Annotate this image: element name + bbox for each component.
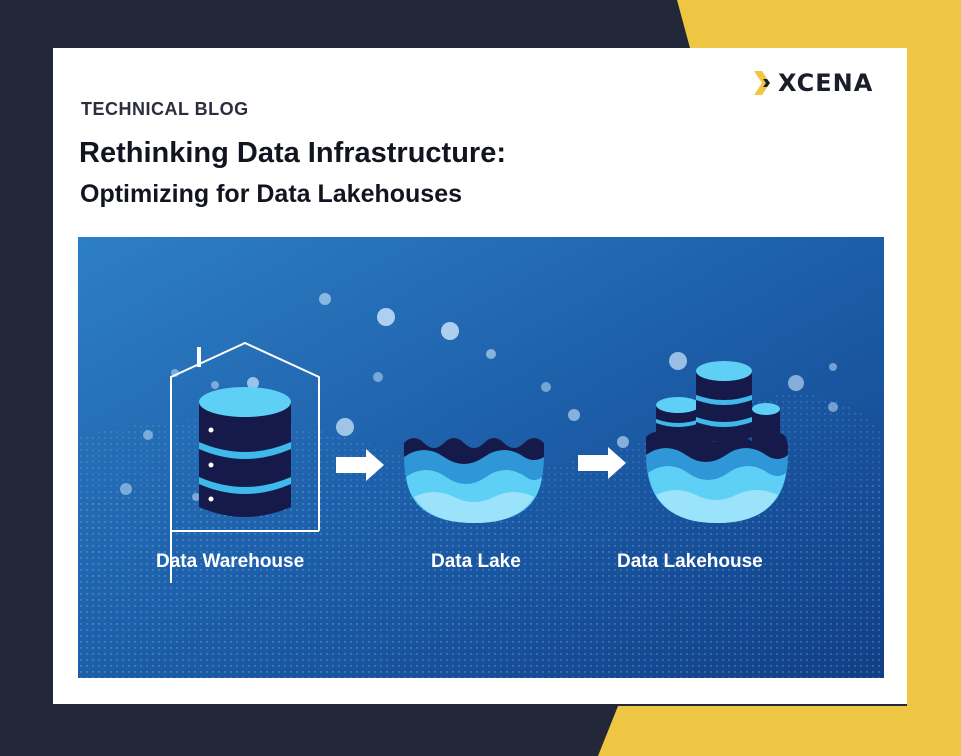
xcena-chevron-icon (754, 71, 770, 95)
arrow-right-icon (336, 449, 384, 481)
brand-name: XCENA (778, 69, 874, 97)
brand-logo: XCENA (754, 68, 890, 98)
page-subtitle: Optimizing for Data Lakehouses (80, 180, 463, 208)
hero-illustration (78, 237, 884, 678)
page-title: Rethinking Data Infrastructure: (79, 137, 506, 169)
stage-label-warehouse: Data Warehouse (156, 551, 305, 572)
stage-label-lake: Data Lake (431, 551, 521, 572)
stage-label-lakehouse: Data Lakehouse (617, 551, 763, 572)
arrow-right-icon-2 (578, 447, 626, 479)
lakehouse-bowl-icon (646, 361, 788, 523)
lake-bowl-icon (404, 438, 544, 523)
bokeh-lights (120, 293, 838, 501)
database-in-house-icon (170, 341, 320, 583)
blog-eyebrow: TECHNICAL BLOG (81, 99, 249, 119)
